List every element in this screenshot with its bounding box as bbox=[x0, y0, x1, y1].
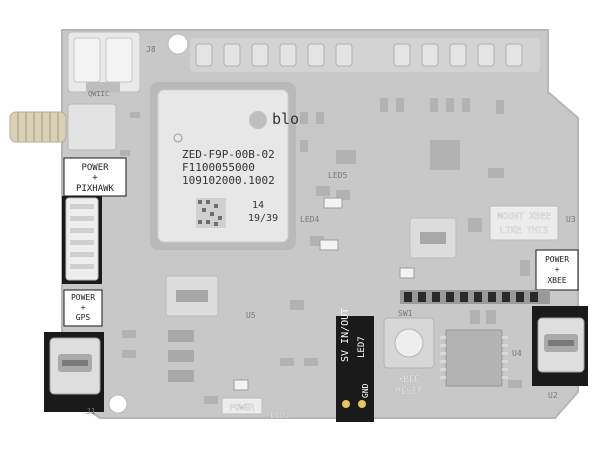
xbee-reset-button: XBEE RESET bbox=[383, 317, 435, 397]
svg-text:POWER: POWER bbox=[545, 255, 569, 264]
label-sw1: SW1 bbox=[398, 309, 413, 318]
svg-text:+: + bbox=[92, 173, 98, 183]
label-power-led: POWER LED2 bbox=[221, 397, 290, 420]
label-qwiic: QWIIC bbox=[88, 90, 109, 98]
datamatrix-icon bbox=[196, 198, 226, 228]
svg-text:XBEE: XBEE bbox=[547, 276, 566, 285]
label-u2: U2 bbox=[548, 391, 558, 400]
svg-text:RESET: RESET bbox=[395, 387, 423, 397]
svg-text:POWER: POWER bbox=[71, 293, 95, 302]
small-components bbox=[120, 98, 530, 404]
usb-xbee-port bbox=[532, 306, 588, 386]
module-line1: ZED-F9P-00B-02 bbox=[182, 148, 275, 161]
module-line3: 109102000.1002 bbox=[182, 174, 275, 187]
sv-inout-highlight: SV IN/OUT LED7 GND bbox=[336, 308, 374, 422]
usb-gps-port bbox=[44, 332, 104, 412]
label-led4: LED4 bbox=[300, 215, 319, 224]
svg-text:+: + bbox=[555, 265, 560, 274]
label-power-gps: POWER + GPS bbox=[63, 289, 103, 327]
label-u4: U4 bbox=[512, 349, 522, 358]
gnss-module: blox ZED-F9P-00B-02 F1100055000 10910200… bbox=[150, 82, 308, 250]
svg-text:+: + bbox=[81, 303, 86, 312]
label-mount-xbee: MOUNT XBEE LIKE THIS bbox=[489, 205, 559, 241]
label-power-pixhawk: POWER + PIXHAWK bbox=[63, 157, 127, 197]
svg-text:POWER: POWER bbox=[81, 163, 109, 173]
top-header bbox=[190, 38, 540, 72]
label-led5: LED5 bbox=[328, 171, 347, 180]
svg-text:SV IN/OUT: SV IN/OUT bbox=[340, 308, 351, 362]
xbee-header bbox=[400, 290, 550, 304]
slide-switch bbox=[409, 217, 457, 259]
svg-text:GPS: GPS bbox=[76, 313, 91, 322]
svg-text:XBEE: XBEE bbox=[398, 375, 420, 385]
qwiic-connector bbox=[67, 31, 141, 93]
module-right1: 14 bbox=[252, 200, 264, 211]
label-u5: U5 bbox=[246, 311, 256, 320]
svg-text:MOUNT XBEE: MOUNT XBEE bbox=[497, 212, 551, 222]
label-u3: U3 bbox=[566, 215, 576, 224]
ic-u4 bbox=[440, 329, 508, 387]
mount-hole bbox=[108, 394, 128, 414]
pixhawk-connector bbox=[62, 196, 102, 284]
sma-connector bbox=[9, 103, 117, 151]
label-power-xbee: POWER + XBEE bbox=[535, 249, 579, 291]
pad-hole bbox=[342, 400, 350, 408]
module-right2: 19/39 bbox=[248, 213, 278, 224]
svg-text:LED7: LED7 bbox=[357, 336, 367, 358]
led-components bbox=[233, 197, 415, 391]
pad-hole bbox=[358, 400, 366, 408]
slide-switch bbox=[165, 275, 219, 317]
module-line2: F1100055000 bbox=[182, 161, 255, 174]
svg-text:LED2: LED2 bbox=[270, 411, 289, 420]
module-brand: blox bbox=[272, 110, 308, 128]
label-j8: J8 bbox=[146, 45, 156, 54]
svg-text:POWER: POWER bbox=[230, 403, 254, 412]
svg-text:GND: GND bbox=[361, 383, 370, 398]
diodes bbox=[168, 330, 194, 382]
svg-text:PIXHAWK: PIXHAWK bbox=[76, 184, 115, 194]
label-j1: J1 bbox=[86, 407, 96, 416]
mount-hole bbox=[167, 33, 189, 55]
svg-text:LIKE THIS: LIKE THIS bbox=[500, 226, 549, 236]
